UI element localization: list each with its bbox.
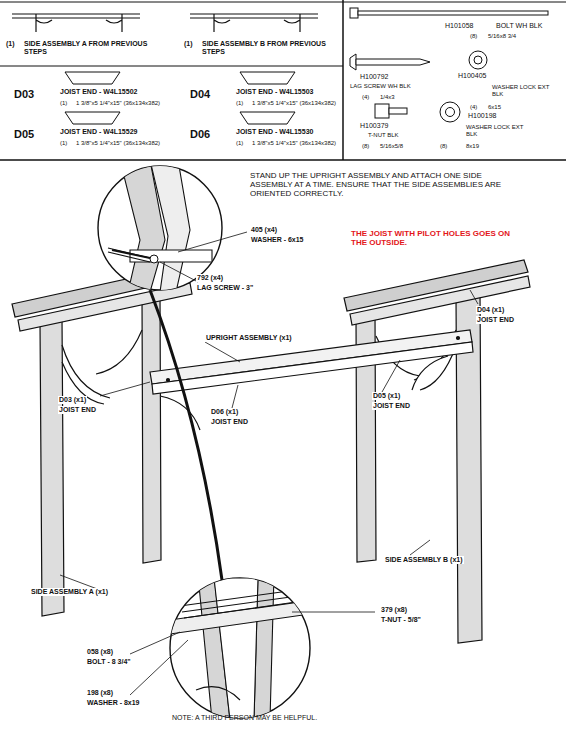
- part-name: LAG SCREW WH BLK: [350, 83, 411, 90]
- part-name: JOIST END: [58, 406, 97, 414]
- quantity: (8): [470, 33, 477, 40]
- quantity: (4): [470, 104, 477, 111]
- quantity: (1): [60, 140, 67, 147]
- part-name: T-NUT - 5/8": [380, 616, 422, 624]
- part-name: WASHER LOCK EXT BLK: [492, 84, 552, 97]
- part-name: JOIST END: [210, 418, 249, 426]
- part-id: D03: [14, 88, 34, 100]
- part-name: BOLT WH BLK: [496, 22, 542, 30]
- part-id: H100379: [360, 122, 388, 130]
- callout-number: 058 (x8): [86, 648, 114, 656]
- part-name: JOIST END - W4L15530: [236, 128, 313, 136]
- warning-note: THE JOIST WITH PILOT HOLES GOES ON THE O…: [350, 230, 524, 248]
- part-name: WASHER - 6x15: [250, 236, 305, 244]
- part-name: LAG SCREW - 3": [196, 284, 254, 292]
- callout-number: 379 (x8): [380, 606, 408, 614]
- part-name: BOLT - 8 3/4": [86, 658, 132, 666]
- part-name: JOIST END: [372, 402, 411, 410]
- dimension: 8x19: [466, 143, 479, 150]
- quantity: (1): [60, 100, 67, 107]
- dimension: 1 3/8"x5 1/4"x15" (36x134x382): [252, 100, 336, 107]
- part-name: SIDE ASSEMBLY B (x1): [384, 556, 464, 564]
- callout-number: D03 (x1): [58, 396, 87, 404]
- callout-number: D04 (x1): [476, 306, 505, 314]
- part-name: JOIST END - W4L15503: [236, 88, 313, 96]
- instruction-note: STAND UP THE UPRIGHT ASSEMBLY AND ATTACH…: [250, 172, 502, 199]
- part-id: H100198: [468, 112, 496, 120]
- part-name: UPRIGHT ASSEMBLY (x1): [205, 334, 293, 342]
- part-id: H100792: [360, 73, 388, 81]
- dimension: 1/4x3: [380, 94, 395, 101]
- quantity: (1): [184, 40, 193, 48]
- part-name: SIDE ASSEMBLY A FROM PREVIOUS STEPS: [24, 40, 152, 56]
- dimension: 1 3/8"x5 1/4"x15" (36x134x382): [76, 100, 160, 107]
- quantity: (1): [236, 140, 243, 147]
- part-id: D06: [190, 128, 210, 140]
- dimension: 6x15: [488, 104, 501, 111]
- part-name: SIDE ASSEMBLY B FROM PREVIOUS STEPS: [202, 40, 330, 56]
- dimension: 5/16x8 3/4: [488, 33, 516, 40]
- part-id: H100405: [458, 72, 486, 80]
- quantity: (8): [362, 143, 369, 150]
- part-name: WASHER LOCK EXT BLK: [466, 124, 534, 137]
- part-name: JOIST END - W4L15529: [60, 128, 137, 136]
- part-name: WASHER - 8x19: [86, 699, 141, 707]
- part-id: D04: [190, 88, 210, 100]
- callout-number: 405 (x4): [250, 226, 278, 234]
- footnote: NOTE: A THIRD PERSON MAY BE HELPFUL.: [172, 714, 317, 722]
- dimension: 1 3/8"x5 1/4"x15" (36x134x382): [76, 140, 160, 147]
- part-id: D05: [14, 128, 34, 140]
- callout-number: D06 (x1): [210, 408, 239, 416]
- part-name: T-NUT BLK: [368, 132, 399, 139]
- dimension: 5/16x5/8: [380, 143, 403, 150]
- dimension: 1 3/8"x5 1/4"x15" (36x134x382): [252, 140, 336, 147]
- part-name: JOIST END - W4L15502: [60, 88, 137, 96]
- quantity: (4): [362, 94, 369, 101]
- part-name: JOIST END: [476, 316, 515, 324]
- quantity: (1): [236, 100, 243, 107]
- callout-number: 198 (x8): [86, 689, 114, 697]
- callout-number: D05 (x1): [372, 392, 401, 400]
- part-id: H101058: [445, 22, 473, 30]
- quantity: (8): [440, 143, 447, 150]
- callout-number: 792 (x4): [196, 274, 224, 282]
- quantity: (1): [6, 40, 15, 48]
- part-name: SIDE ASSEMBLY A (x1): [30, 588, 109, 596]
